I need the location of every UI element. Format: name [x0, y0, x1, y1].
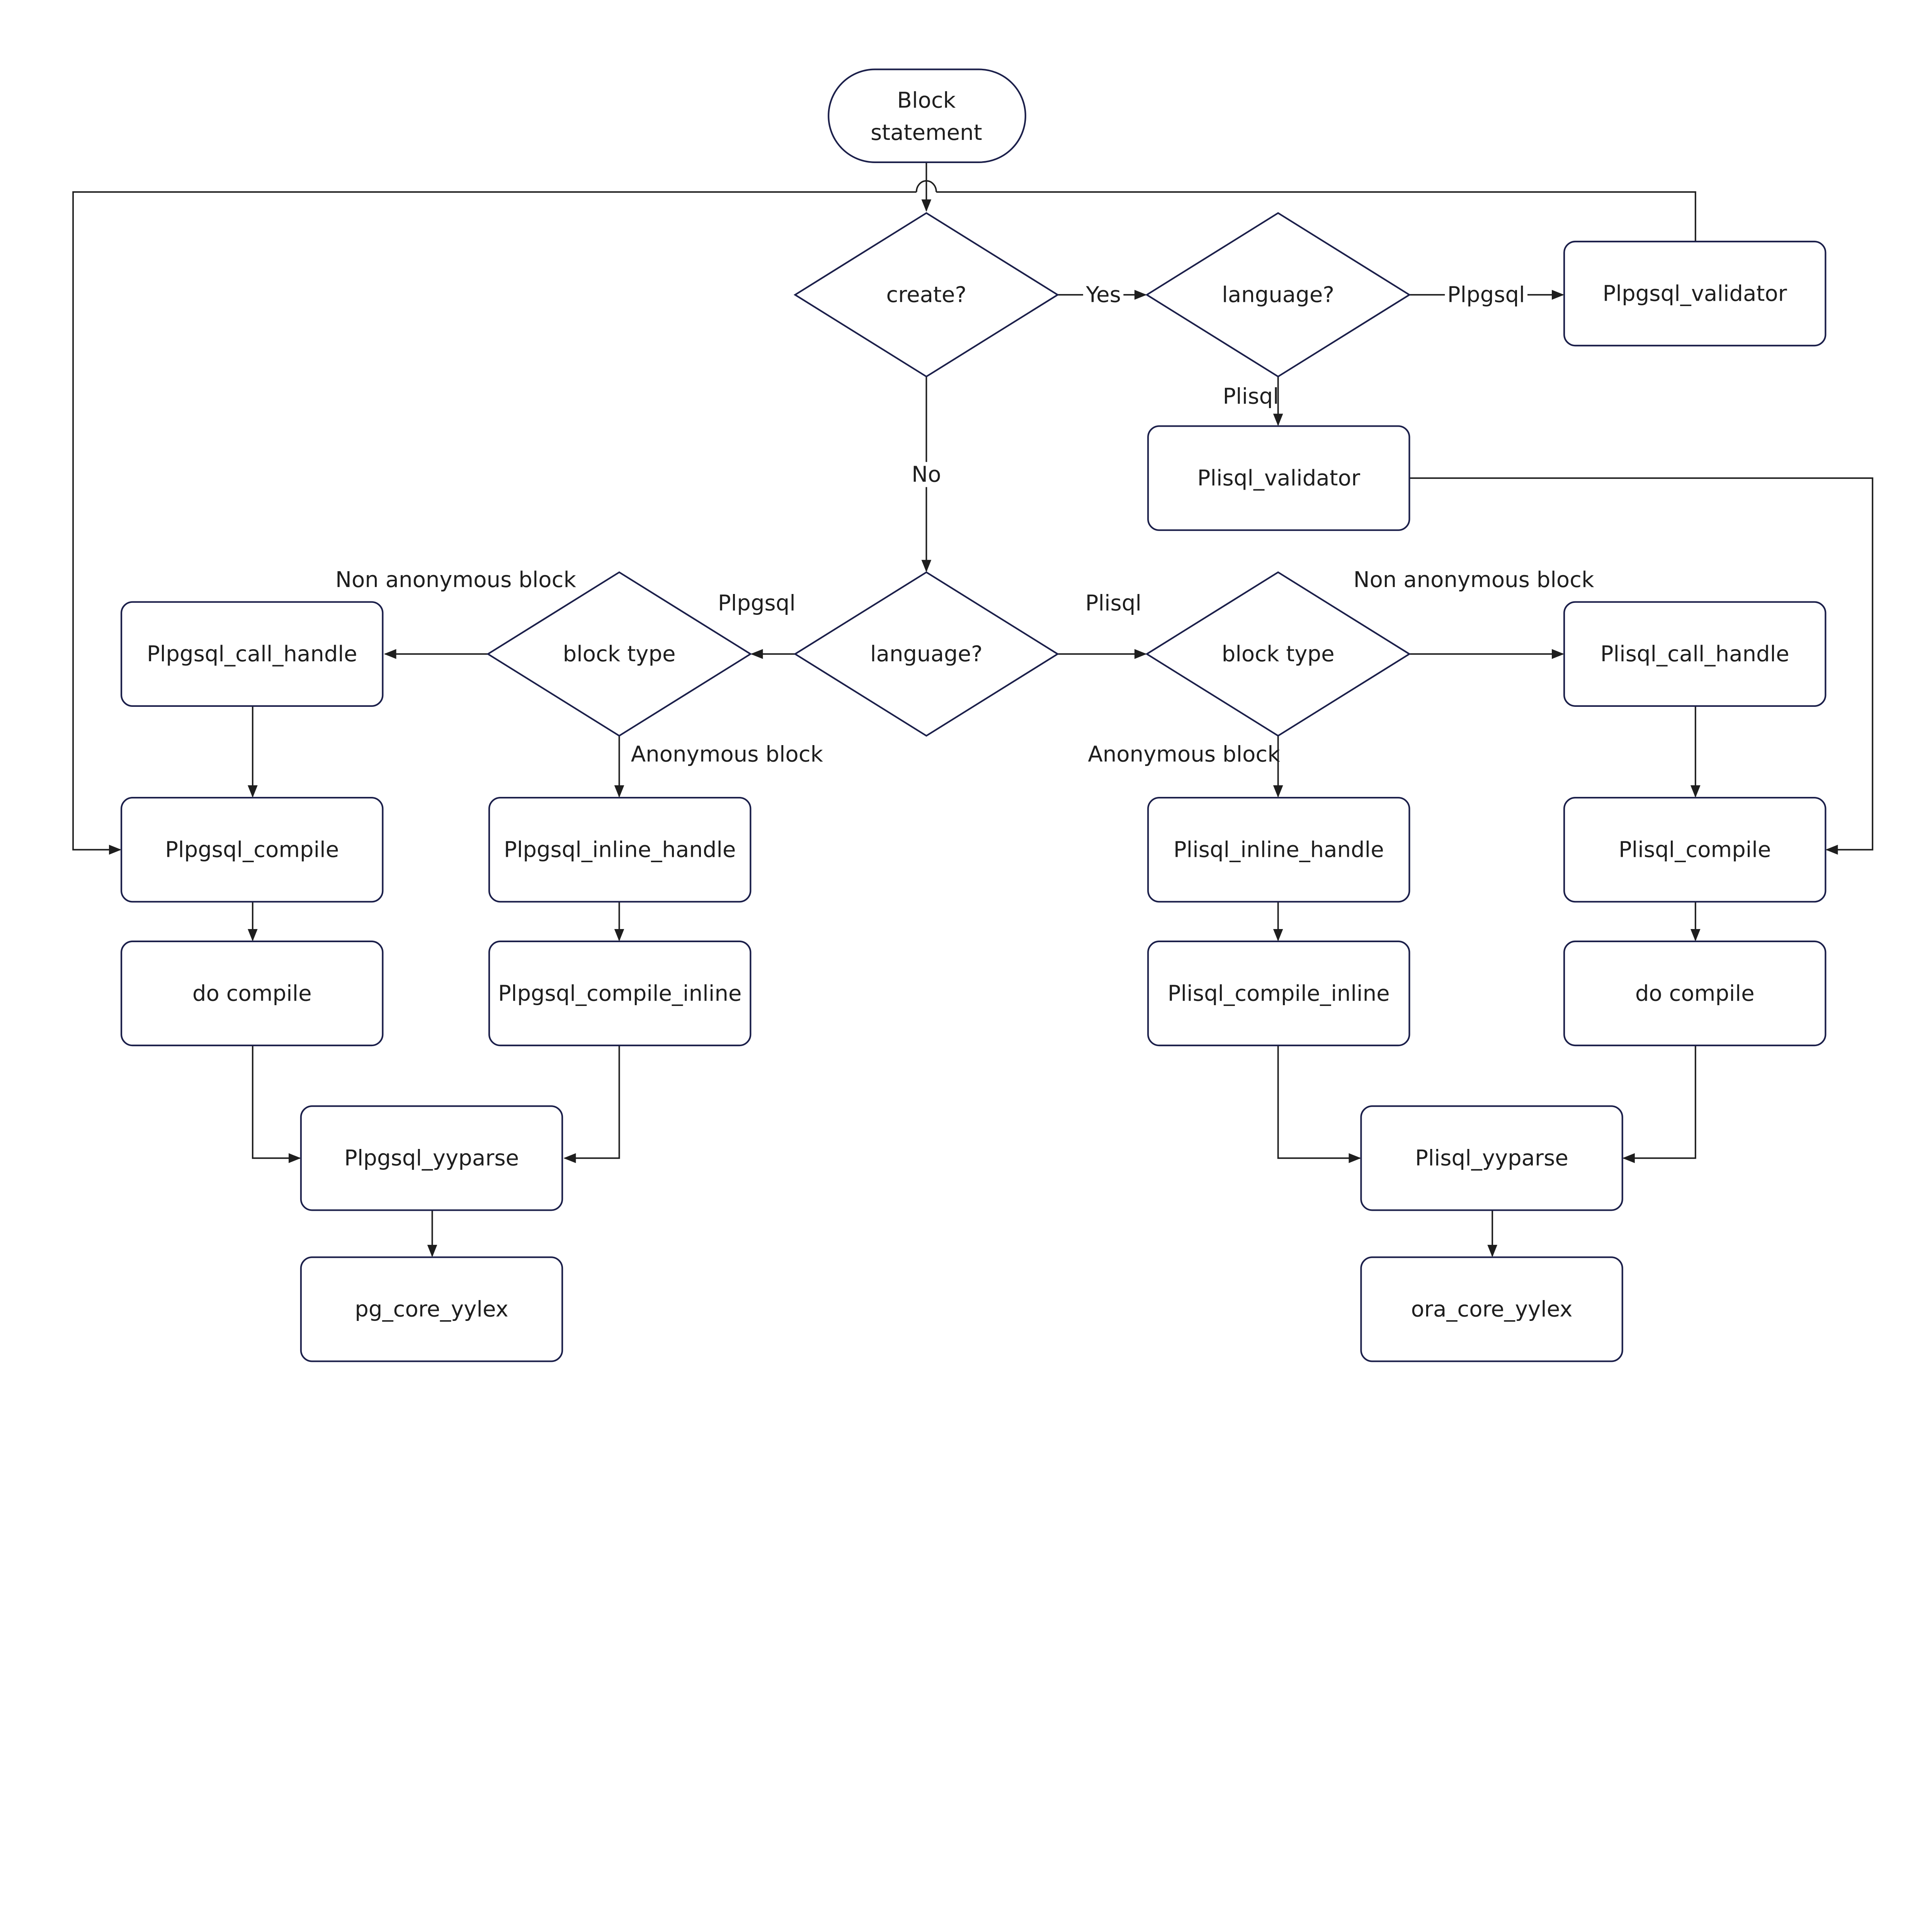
edge-loop-hop	[915, 180, 937, 192]
box-shape	[121, 601, 384, 707]
label-top-plpgsql: Plpgsql	[1447, 283, 1525, 308]
label-yes: Yes	[1086, 283, 1121, 308]
box-shape	[488, 940, 752, 1047]
label-top-plisql: Plisql	[1223, 384, 1279, 409]
box-label: Plpgsql_yyparse	[344, 1146, 519, 1171]
box-plpgsql-inline-handle: Plpgsql_inline_handle	[488, 797, 752, 903]
label-no: No	[912, 462, 941, 487]
box-plpgsql-compile: Plpgsql_compile	[121, 797, 384, 903]
edge-loop-left	[72, 191, 917, 855]
box-label: Plisql_inline_handle	[1173, 837, 1384, 863]
language-mid-decision: language?	[793, 571, 1060, 737]
box-shape	[1563, 940, 1827, 1047]
box-plpgsql-compile-inline: Plpgsql_compile_inline	[488, 940, 752, 1047]
box-shape	[300, 1256, 563, 1362]
box-label: Plisql_validator	[1197, 466, 1361, 491]
edge-r5	[1622, 1045, 1696, 1163]
box-label: Plisql_call_handle	[1600, 642, 1789, 667]
process-boxes: Plpgsql_validatorPlisql_validatorPlpgsql…	[121, 240, 1827, 1362]
box-label: do compile	[1635, 981, 1755, 1006]
box-plisql-call-handle: Plisql_call_handle	[1563, 601, 1827, 707]
start-label-line1: Block	[897, 88, 956, 113]
edges	[72, 162, 1874, 1258]
box-label: Plpgsql_call_handle	[147, 642, 357, 667]
create-label: create?	[886, 283, 967, 308]
label-mid-plpgsql: Plpgsql	[718, 591, 796, 616]
label-background	[1083, 282, 1124, 308]
box-shape	[300, 1105, 563, 1211]
block-type-left-decision: block type	[486, 571, 752, 737]
box-plpgsql-validator: Plpgsql_validator	[1563, 240, 1827, 347]
box-plisql-compile-inline: Plisql_compile_inline	[1147, 940, 1410, 1047]
flowchart: Block statement create? language? langua…	[72, 68, 1874, 1362]
box-plisql-validator: Plisql_validator	[1147, 425, 1410, 531]
label-left-non-anonymous: Non anonymous block	[335, 567, 576, 592]
start-label-line2: statement	[871, 120, 982, 145]
box-label: ora_core_yylex	[1411, 1297, 1573, 1322]
box-plpgsql-call-handle: Plpgsql_call_handle	[121, 601, 384, 707]
box-ora-core-yylex: ora_core_yylex	[1360, 1256, 1623, 1362]
box-shape	[1563, 601, 1827, 707]
label-right-non-anonymous: Non anonymous block	[1354, 567, 1594, 592]
label-right-anonymous: Anonymous block	[1088, 742, 1280, 767]
box-plpgsql-yyparse: Plpgsql_yyparse	[300, 1105, 563, 1211]
box-plisql-compile: Plisql_compile	[1563, 797, 1827, 903]
box-shape	[1360, 1256, 1623, 1362]
box-label: pg_core_yylex	[355, 1297, 508, 1322]
box-label: Plpgsql_compile_inline	[498, 981, 742, 1006]
box-plisql-yyparse: Plisql_yyparse	[1360, 1105, 1623, 1211]
box-do-compile-left: do compile	[121, 940, 384, 1047]
label-left-anonymous: Anonymous block	[631, 742, 823, 767]
box-shape	[121, 797, 384, 903]
language-top-decision: language?	[1145, 212, 1411, 378]
block-type-right-label: block type	[1222, 642, 1335, 667]
box-label: do compile	[192, 981, 312, 1006]
box-label: Plpgsql_validator	[1603, 281, 1787, 306]
box-shape	[1147, 797, 1410, 903]
box-plisql-inline-handle: Plisql_inline_handle	[1147, 797, 1410, 903]
box-shape	[121, 940, 384, 1047]
block-type-left-label: block type	[563, 642, 676, 667]
box-shape	[488, 797, 752, 903]
box-label: Plpgsql_inline_handle	[504, 837, 736, 863]
box-shape	[1147, 425, 1410, 531]
box-label: Plisql_compile_inline	[1168, 981, 1390, 1006]
label-mid-plisql: Plisql	[1085, 591, 1141, 616]
box-shape	[1563, 797, 1827, 903]
box-label: Plpgsql_compile	[165, 837, 339, 863]
box-shape	[1563, 240, 1827, 347]
start-node: Block statement	[828, 68, 1026, 163]
edge-labels: Yes No Plpgsql Plisql Plpgsql Plisql Non…	[335, 282, 1594, 767]
box-label: Plisql_compile	[1619, 837, 1771, 863]
label-background	[1445, 282, 1528, 308]
box-shape	[1147, 940, 1410, 1047]
edge-validator-loop	[936, 191, 1696, 242]
box-do-compile-right: do compile	[1563, 940, 1827, 1047]
box-pg-core-yylex: pg_core_yylex	[300, 1256, 563, 1362]
edge-plisql-validator-compile	[1409, 477, 1874, 855]
create-decision: create?	[793, 212, 1060, 378]
label-background	[909, 462, 944, 487]
language-mid-label: language?	[870, 642, 983, 667]
box-shape	[1360, 1105, 1623, 1211]
edge-r4	[1277, 1045, 1361, 1163]
language-top-label: language?	[1222, 283, 1334, 308]
block-type-right-decision: block type	[1145, 571, 1411, 737]
box-label: Plisql_yyparse	[1415, 1146, 1568, 1171]
edge-l5	[563, 1045, 620, 1163]
edge-l4	[252, 1045, 301, 1163]
